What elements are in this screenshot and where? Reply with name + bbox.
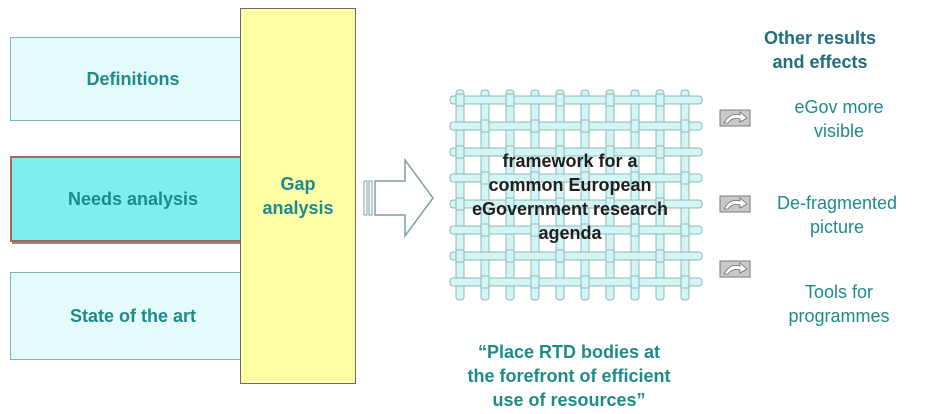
results-title: Other results and effects (735, 26, 905, 74)
grid-weave-segment (630, 171, 640, 185)
woven-grid (449, 89, 703, 301)
grid-weave-segment (455, 93, 465, 107)
result-item-line1: De-fragmented (776, 193, 898, 213)
quote-line2: the forefront of efficient (467, 366, 671, 386)
grid-weave-segment (655, 93, 665, 107)
grid-vertical-bar (580, 89, 590, 301)
grid-vertical-bar (505, 89, 515, 301)
curved-arrow-icon (719, 260, 751, 278)
grid-weave-segment (655, 145, 665, 159)
grid-weave-segment (555, 93, 565, 107)
grid-vertical-bar (680, 89, 690, 301)
grid-weave-segment (605, 197, 615, 211)
grid-weave-segment (605, 145, 615, 159)
state-of-the-art-box: State of the art (10, 272, 256, 360)
grid-weave-segment (580, 223, 590, 237)
grid-weave-segment (680, 275, 690, 289)
grid-weave-segment (455, 197, 465, 211)
grid-weave-segment (580, 119, 590, 133)
grid-weave-segment (630, 275, 640, 289)
results-title-line1: Other results (763, 28, 877, 48)
grid-weave-segment (530, 119, 540, 133)
framework-label: framework for a common European eGovernm… (445, 149, 695, 245)
result-item-line2: visible (813, 121, 865, 141)
grid-weave-segment (505, 249, 515, 263)
grid-weave-segment (505, 197, 515, 211)
grid-weave-segment (555, 197, 565, 211)
grid-vertical-bar (555, 89, 565, 301)
grid-vertical-bar (480, 89, 490, 301)
needs-analysis-label: Needs analysis (67, 188, 199, 209)
result-item: De-fragmented picture (762, 191, 912, 239)
framework-line3: eGovernment research (471, 199, 669, 219)
grid-weave-segment (630, 223, 640, 237)
result-item-line2: programmes (788, 306, 890, 326)
result-item: eGov more visible (764, 95, 914, 143)
grid-weave-segment (580, 171, 590, 185)
quote-line1: “Place RTD bodies at (477, 342, 661, 362)
grid-weave-segment (580, 275, 590, 289)
grid-weave-segment (530, 223, 540, 237)
framework-line4: agenda (538, 223, 602, 243)
quote-line3: use of resources” (492, 390, 646, 410)
results-title-line2: and effects (772, 52, 868, 72)
result-item-line1: Tools for (804, 282, 874, 302)
definitions-label: Definitions (86, 68, 180, 89)
needs-analysis-box: Needs analysis (10, 156, 256, 242)
grid-weave-segment (480, 119, 490, 133)
grid-vertical-bar (605, 89, 615, 301)
grid-weave-segment (455, 249, 465, 263)
grid-weave-segment (530, 275, 540, 289)
grid-weave-segment (680, 119, 690, 133)
result-item-line1: eGov more (794, 97, 884, 117)
framework-line2: common European (488, 175, 652, 195)
curved-arrow-icon (719, 195, 751, 213)
block-arrow-icon (363, 157, 434, 239)
grid-weave-segment (655, 197, 665, 211)
framework-line1: framework for a (502, 151, 638, 171)
grid-vertical-bar (455, 89, 465, 301)
quote-text: “Place RTD bodies at the forefront of ef… (434, 340, 704, 412)
gap-analysis-box: Gap analysis (240, 8, 356, 384)
grid-weave-segment (505, 145, 515, 159)
grid-weave-segment (605, 93, 615, 107)
state-of-the-art-label: State of the art (69, 305, 197, 326)
grid-weave-segment (480, 171, 490, 185)
grid-weave-segment (555, 249, 565, 263)
gap-analysis-label-line2: analysis (262, 198, 334, 218)
result-item-line2: picture (809, 217, 865, 237)
grid-weave-segment (555, 145, 565, 159)
definitions-box: Definitions (10, 37, 256, 121)
result-item: Tools for programmes (764, 280, 914, 328)
gap-analysis-label-line1: Gap (280, 174, 316, 194)
grid-weave-segment (480, 223, 490, 237)
grid-weave-segment (530, 171, 540, 185)
curved-arrow-icon (719, 109, 751, 127)
grid-weave-segment (630, 119, 640, 133)
grid-weave-segment (680, 171, 690, 185)
grid-weave-segment (480, 275, 490, 289)
grid-weave-segment (680, 223, 690, 237)
grid-weave-segment (655, 249, 665, 263)
grid-vertical-bar (530, 89, 540, 301)
grid-weave-segment (505, 93, 515, 107)
grid-vertical-bar (655, 89, 665, 301)
grid-weave-segment (455, 145, 465, 159)
grid-vertical-bar (630, 89, 640, 301)
grid-weave-segment (605, 249, 615, 263)
